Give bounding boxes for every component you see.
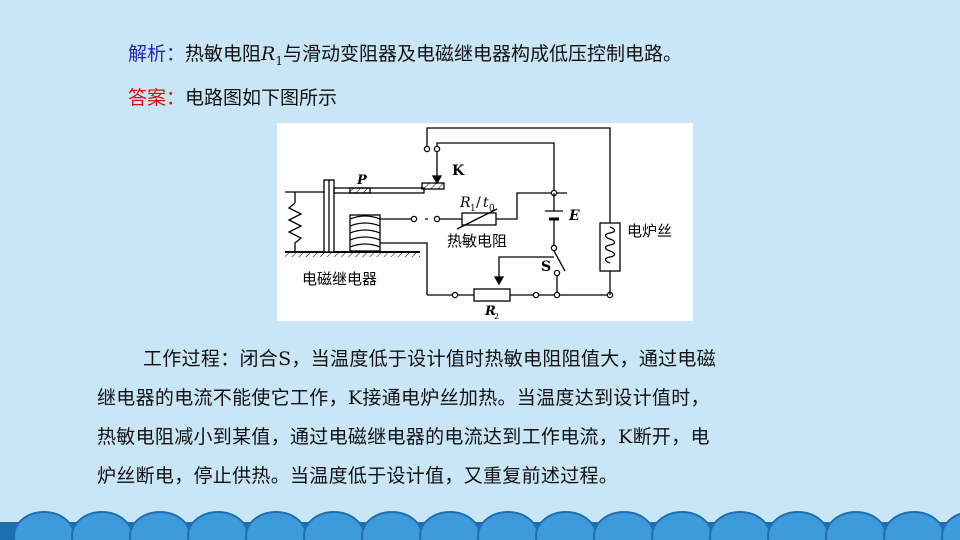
label-R2: R <box>484 304 496 319</box>
coil-lead-bottom <box>380 242 428 295</box>
wave-bubble <box>593 511 655 540</box>
armature-lever <box>333 187 425 194</box>
wave-bubble <box>361 511 423 540</box>
label-P: P <box>356 173 368 188</box>
analysis-label: 解析： <box>128 43 186 65</box>
thermistor-body <box>461 212 497 226</box>
wave-bubble <box>13 511 75 540</box>
wave-bubble <box>245 511 307 540</box>
armature-tip <box>421 182 445 190</box>
heater-box <box>599 222 621 272</box>
coil-windings <box>349 215 381 248</box>
rheostat-R2 <box>473 288 511 302</box>
label-thermistor: 热敏电阻 <box>447 232 507 250</box>
wave-bubble <box>71 511 133 540</box>
wave-bubble <box>651 511 713 540</box>
process-line-1: 工作过程：闭合S，当温度低于设计值时热敏电阻阻值大，通过电磁 <box>143 348 717 370</box>
relay-base-hatch <box>285 252 420 257</box>
label-t0: t <box>483 195 489 211</box>
analysis-line: 解析：热敏电阻R1与滑动变阻器及电磁继电器构成低压控制电路。 <box>128 41 682 74</box>
label-slash: / <box>476 195 481 211</box>
circuit-diagram: P K R 1 / t 0 E 热敏电阻 电炉丝 S 电磁继电器 R 2 <box>277 123 693 321</box>
thermistor-slash <box>456 208 498 230</box>
process-line-4: 炉丝断电，停止供热。当温度低于设计值，又重复前述过程。 <box>97 465 619 487</box>
wave-bubble <box>129 511 191 540</box>
wave-bubble <box>187 511 249 540</box>
wave-bubble <box>709 511 771 540</box>
process-paragraph: 工作过程：闭合S，当温度低于设计值时热敏电阻阻值大，通过电磁 继电器的电流不能使… <box>97 340 857 496</box>
label-heater: 电炉丝 <box>627 222 672 240</box>
process-line-2: 继电器的电流不能使它工作，K接通电炉丝加热。当温度达到设计值时， <box>97 387 710 409</box>
wave-bubble <box>825 511 887 540</box>
label-S: S <box>541 259 551 275</box>
analysis-text-post: 与滑动变阻器及电磁继电器构成低压控制电路。 <box>282 43 682 65</box>
wave-bubble <box>941 512 960 540</box>
armature-P-block <box>349 187 371 194</box>
wire-top-loop <box>426 127 611 223</box>
wave-bubble <box>419 511 481 540</box>
process-line-3: 热敏电阻减小到某值，通过电磁继电器的电流达到工作电流，K断开，电 <box>97 426 710 448</box>
wave-bubble <box>767 511 829 540</box>
wave-bubble <box>535 511 597 540</box>
decorative-wave-band <box>0 511 960 540</box>
switch-blade <box>553 250 566 272</box>
analysis-text-pre: 热敏电阻 <box>185 43 262 65</box>
label-t0-sub: 0 <box>489 204 495 214</box>
label-E: E <box>568 208 580 224</box>
contact-arrow <box>431 175 443 185</box>
r1-symbol: R <box>261 43 276 65</box>
label-R1-sub: 1 <box>470 204 476 214</box>
r1-subscript: 1 <box>275 54 283 68</box>
contact-terminal-left <box>423 145 431 153</box>
answer-line: 答案：电路图如下图所示 <box>128 85 337 111</box>
rheostat-arrow <box>493 276 505 286</box>
heater-coil <box>604 226 616 264</box>
wave-bubble <box>883 511 945 540</box>
answer-text: 电路图如下图所示 <box>185 87 338 109</box>
contact-terminal-right <box>433 145 441 153</box>
label-R1: R <box>459 195 471 211</box>
answer-label: 答案： <box>128 87 186 109</box>
label-K: K <box>452 163 465 179</box>
spring <box>287 202 303 252</box>
wave-bubble <box>303 511 365 540</box>
label-relay: 电磁继电器 <box>302 270 377 288</box>
wave-bubble <box>477 511 539 540</box>
label-R2-sub: 2 <box>494 312 499 321</box>
